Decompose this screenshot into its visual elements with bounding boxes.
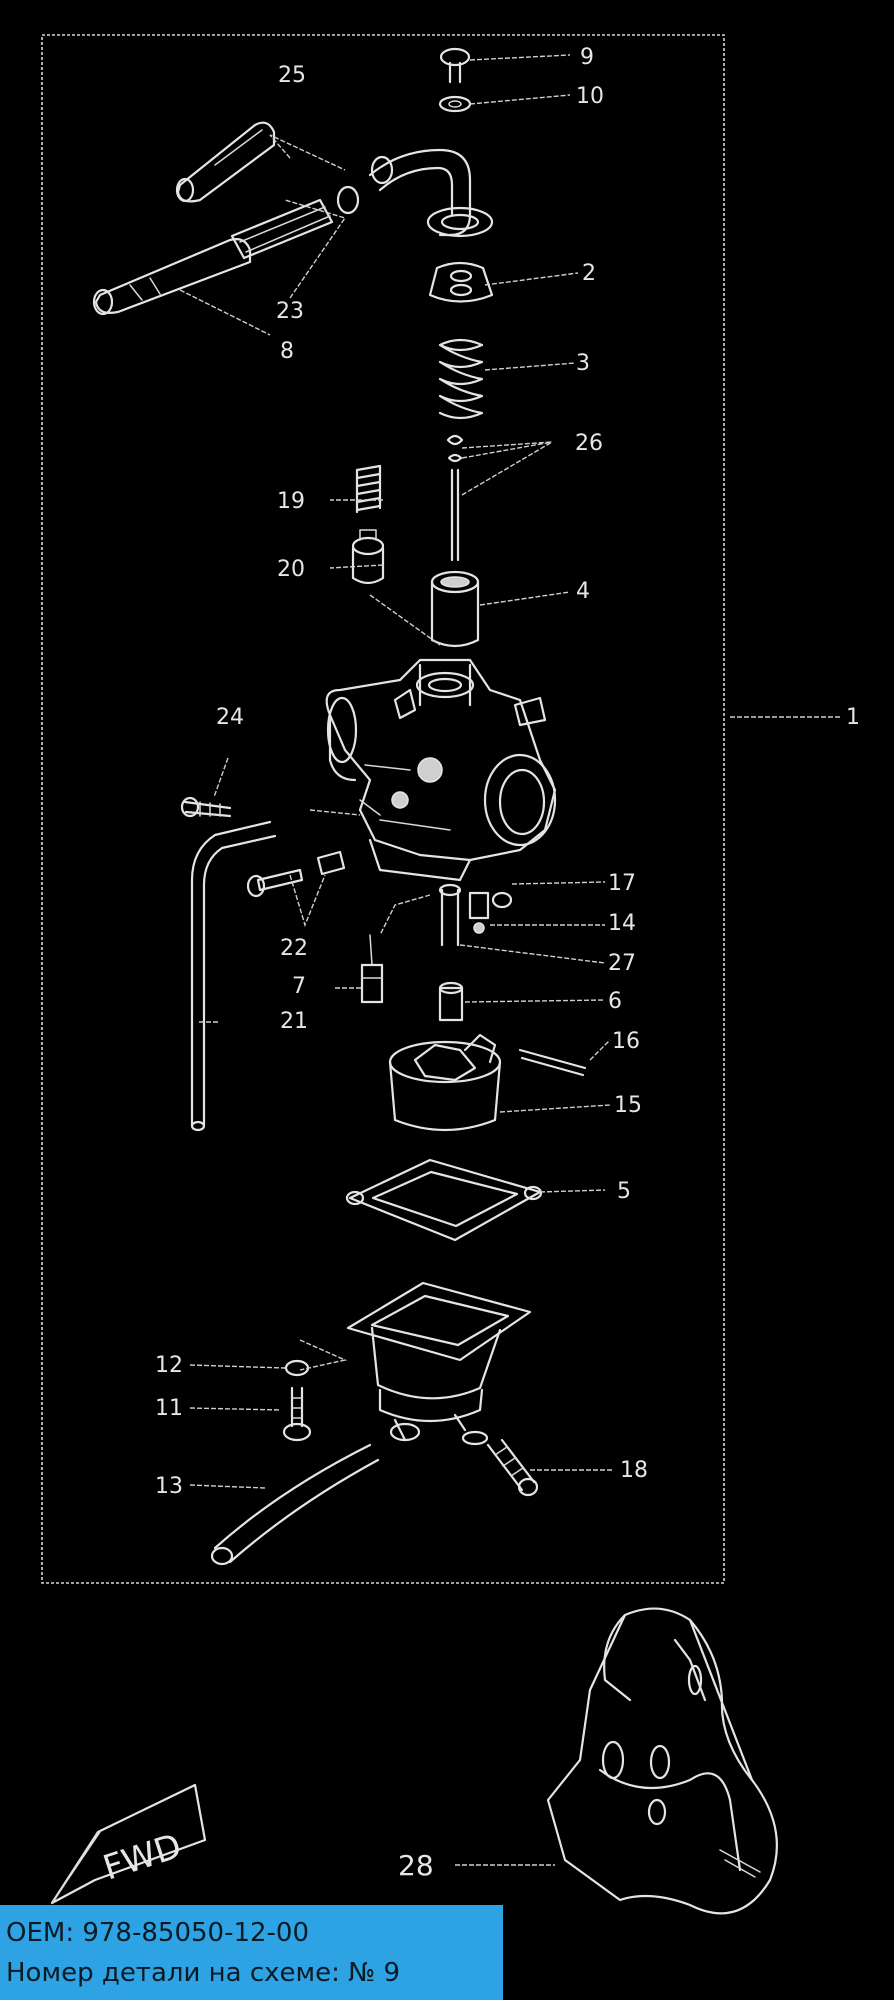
callout-1: 1 xyxy=(846,705,860,730)
part-25-hose-end xyxy=(175,121,276,203)
callout-9: 9 xyxy=(580,45,594,70)
callout-11: 11 xyxy=(155,1396,183,1421)
callout-10: 10 xyxy=(576,84,604,109)
callout-28: 28 xyxy=(398,1849,434,1882)
part-11-screw xyxy=(282,1386,312,1442)
part-15-float xyxy=(388,1033,502,1132)
part-16-pin xyxy=(518,1048,587,1077)
callout-15: 15 xyxy=(614,1093,642,1118)
callout-7: 7 xyxy=(292,974,306,999)
callout-6: 6 xyxy=(608,989,622,1014)
callout-25: 25 xyxy=(278,63,306,88)
part-26-needle xyxy=(446,434,464,562)
part-info-panel: OEM: 978-85050-12-00 Номер детали на схе… xyxy=(0,1905,503,2000)
part-28-manifold xyxy=(546,1607,778,1915)
fuel-pipe-fitting xyxy=(368,148,494,238)
callout-22: 22 xyxy=(280,936,308,961)
callout-19: 19 xyxy=(277,489,305,514)
part-2-cap xyxy=(428,261,494,303)
callout-8: 8 xyxy=(280,339,294,364)
carburetor-body xyxy=(325,658,557,882)
callout-5: 5 xyxy=(617,1179,631,1204)
callout-14: 14 xyxy=(608,911,636,936)
part-4-throttle-slide xyxy=(430,570,480,648)
part-12-washer xyxy=(284,1359,310,1377)
part-14-jet xyxy=(468,891,490,934)
part-18-screw xyxy=(486,1438,539,1497)
callout-26: 26 xyxy=(575,431,603,456)
assembly-frame xyxy=(41,34,725,1584)
part-21-tube xyxy=(190,820,277,1132)
part-24-screw xyxy=(180,796,232,818)
part-9-screw xyxy=(439,47,471,84)
callout-20: 20 xyxy=(277,557,305,582)
part-5-gasket xyxy=(345,1158,543,1242)
part-3-spring xyxy=(438,338,484,420)
diagram-part-number: Номер детали на схеме: № 9 xyxy=(6,1958,401,1988)
part-19-spring xyxy=(355,464,382,514)
callout-4: 4 xyxy=(576,579,590,604)
leader-lines xyxy=(179,54,840,1866)
part-8-hose xyxy=(92,238,252,316)
part-22-screws xyxy=(246,850,346,898)
part-27-jet xyxy=(438,883,462,947)
callout-27: 27 xyxy=(608,951,636,976)
fwd-label: FWD xyxy=(98,1826,186,1889)
callout-23: 23 xyxy=(276,299,304,324)
float-bowl xyxy=(346,1281,532,1446)
callout-13: 13 xyxy=(155,1474,183,1499)
part-23-clamps xyxy=(230,155,394,260)
callout-12: 12 xyxy=(155,1353,183,1378)
part-17-screw xyxy=(491,891,513,909)
part-7-jet xyxy=(360,934,384,1004)
callout-17: 17 xyxy=(608,871,636,896)
part-20-cap xyxy=(351,529,385,585)
callout-24: 24 xyxy=(216,705,244,730)
callout-2: 2 xyxy=(582,261,596,286)
callout-21: 21 xyxy=(280,1009,308,1034)
callout-16: 16 xyxy=(612,1029,640,1054)
callout-18: 18 xyxy=(620,1458,648,1483)
oem-number: OEM: 978-85050-12-00 xyxy=(6,1918,309,1948)
part-6-jet xyxy=(438,981,464,1022)
part-13-tube xyxy=(210,1443,380,1566)
callout-3: 3 xyxy=(576,351,590,376)
part-10-washer xyxy=(438,95,472,113)
fwd-arrow: FWD xyxy=(50,1783,207,1905)
